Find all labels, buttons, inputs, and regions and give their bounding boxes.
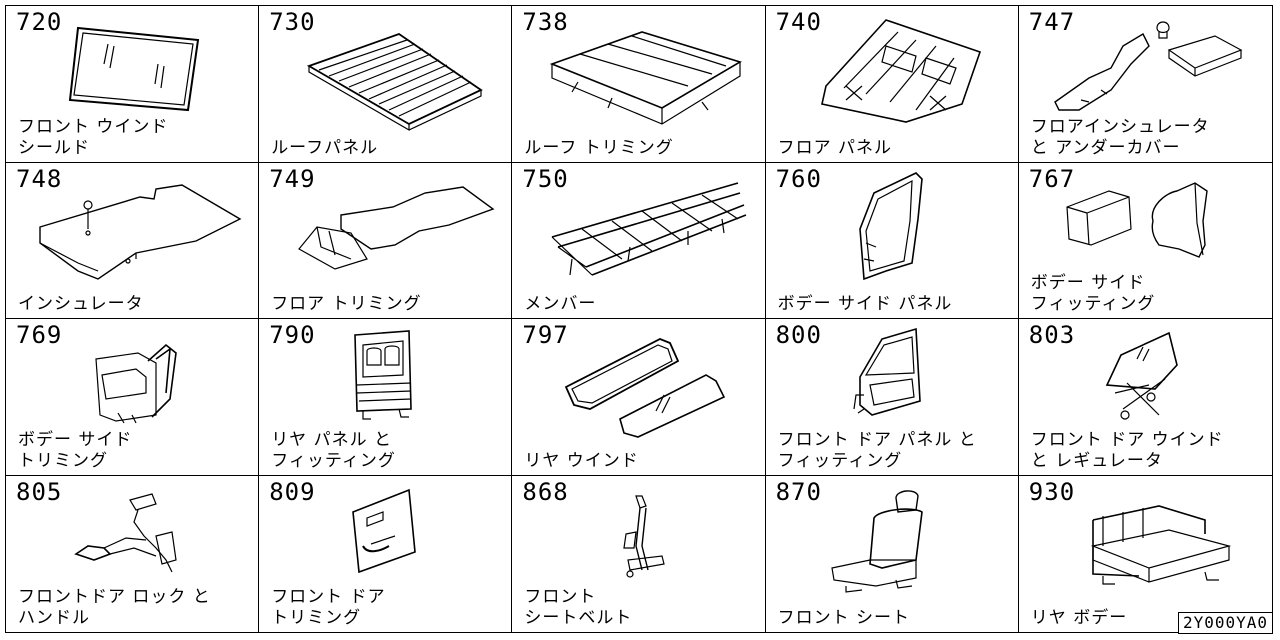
part-label: ボデー サイド フィッティング bbox=[1030, 273, 1156, 314]
insulator-icon bbox=[39, 183, 242, 280]
part-cell-870[interactable]: 870 フロント シート bbox=[766, 475, 1019, 632]
part-label: ボデー サイド パネル bbox=[777, 294, 953, 314]
part-cell-720[interactable]: 720 フロント ウインド シールド bbox=[6, 6, 260, 163]
part-label: フロント シート bbox=[777, 608, 910, 628]
part-cell-738[interactable]: 738 ルーフ トリミング bbox=[512, 6, 766, 163]
part-code: 870 bbox=[775, 477, 822, 506]
parts-grid: 720 フロント ウインド シールド 730 ルーフパネル 738 ルーフ トリ… bbox=[5, 5, 1273, 633]
part-code: 800 bbox=[775, 321, 822, 349]
part-code: 868 bbox=[522, 477, 569, 506]
part-label: インシュレータ bbox=[18, 294, 144, 314]
part-label: フロントドア ロック と ハンドル bbox=[18, 587, 211, 628]
door-lock-icon bbox=[74, 492, 177, 572]
part-label: フロント シートベルト bbox=[524, 587, 633, 628]
part-cell-868[interactable]: 868 フロント シートベルト bbox=[512, 475, 766, 632]
body-side-trim-icon bbox=[95, 343, 177, 424]
part-cell-803[interactable]: 803 フロント ドア ウインド と レギュレータ bbox=[1018, 319, 1272, 476]
part-label: フロント ウインド シールド bbox=[18, 116, 169, 158]
part-code: 790 bbox=[269, 321, 316, 349]
part-cell-800[interactable]: 800 フロント ドア パネル と フィッティング bbox=[765, 319, 1019, 476]
part-label: フロアインシュレータ と アンダーカバー bbox=[1030, 116, 1210, 158]
part-label: フロント ドア ウインド と レギュレータ bbox=[1030, 429, 1224, 471]
part-label: ボデー サイド トリミング bbox=[18, 429, 133, 471]
member-frame-icon bbox=[551, 181, 747, 276]
part-cell-930[interactable]: 930 リヤ ボデー bbox=[1019, 476, 1272, 633]
part-cell-750[interactable]: 750 メンバー bbox=[512, 162, 766, 319]
part-cell-767[interactable]: 767 ボデー サイド フィッティング bbox=[1018, 163, 1272, 319]
mudguard-icon bbox=[1066, 181, 1208, 258]
part-label: フロント ドア パネル と フィッティング bbox=[777, 429, 977, 471]
part-label: リヤ ウインド bbox=[524, 450, 639, 471]
roof-panel-icon bbox=[307, 32, 483, 132]
part-code: 748 bbox=[16, 164, 63, 193]
part-cell-790[interactable]: 790 リヤ パネル と フィッティング bbox=[259, 319, 513, 476]
rear-body-icon bbox=[1090, 504, 1232, 585]
part-label: リヤ パネル と フィッティング bbox=[271, 429, 396, 471]
part-cell-730[interactable]: 730 ルーフパネル bbox=[259, 6, 513, 163]
part-code: 805 bbox=[16, 477, 63, 506]
part-cell-748[interactable]: 748 インシュレータ bbox=[6, 162, 260, 319]
part-code: 769 bbox=[16, 321, 63, 349]
part-label: フロント ドア トリミング bbox=[271, 587, 386, 628]
floor-trim-icon bbox=[298, 185, 495, 270]
body-side-panel-icon bbox=[858, 171, 923, 280]
part-cell-760[interactable]: 760 ボデー サイド パネル bbox=[765, 162, 1019, 319]
part-cell-749[interactable]: 749 フロア トリミング bbox=[259, 162, 513, 319]
part-cell-809[interactable]: 809 フロント ドア トリミング bbox=[259, 475, 513, 632]
part-code: 809 bbox=[269, 477, 316, 506]
part-label: ルーフパネル bbox=[271, 137, 379, 158]
windshield-icon bbox=[68, 26, 200, 112]
part-code: 720 bbox=[16, 8, 63, 36]
part-code: 803 bbox=[1028, 321, 1076, 349]
front-door-panel-icon bbox=[852, 327, 921, 416]
part-cell-769[interactable]: 769 ボデー サイド トリミング bbox=[6, 319, 260, 476]
part-code: 797 bbox=[522, 321, 569, 349]
door-trim-icon bbox=[352, 488, 417, 573]
part-label: リヤ ボデー bbox=[1030, 608, 1128, 628]
part-cell-797[interactable]: 797 リヤ ウインド bbox=[512, 319, 766, 476]
part-code: 930 bbox=[1028, 477, 1076, 506]
rear-panel-icon bbox=[354, 330, 413, 420]
part-cell-740[interactable]: 740 フロア パネル bbox=[765, 6, 1019, 163]
part-cell-805[interactable]: 805 フロントドア ロック と ハンドル bbox=[6, 475, 260, 632]
seatbelt-icon bbox=[623, 494, 666, 578]
seat-icon bbox=[830, 489, 923, 593]
floor-panel-icon bbox=[820, 19, 981, 123]
part-code: 760 bbox=[775, 164, 822, 193]
roof-trim-icon bbox=[550, 31, 743, 125]
part-code: 749 bbox=[269, 164, 316, 193]
part-code: 738 bbox=[522, 8, 569, 36]
part-label: フロア トリミング bbox=[271, 294, 422, 314]
part-code: 767 bbox=[1028, 164, 1076, 193]
rear-window-icon bbox=[565, 338, 726, 438]
document-code-badge: 2Y000YA0 bbox=[1177, 612, 1273, 634]
part-code: 747 bbox=[1028, 8, 1076, 36]
window-regulator-icon bbox=[1105, 331, 1178, 420]
part-cell-747[interactable]: 747 フロアインシュレータ と アンダーカバー bbox=[1018, 6, 1272, 163]
part-label: フロア パネル bbox=[777, 137, 892, 158]
floor-insulator-icon bbox=[1053, 21, 1243, 111]
part-label: メンバー bbox=[524, 294, 597, 314]
part-code: 750 bbox=[522, 164, 569, 193]
part-label: ルーフ トリミング bbox=[524, 137, 674, 158]
part-code: 740 bbox=[775, 8, 822, 36]
part-code: 730 bbox=[269, 8, 316, 36]
